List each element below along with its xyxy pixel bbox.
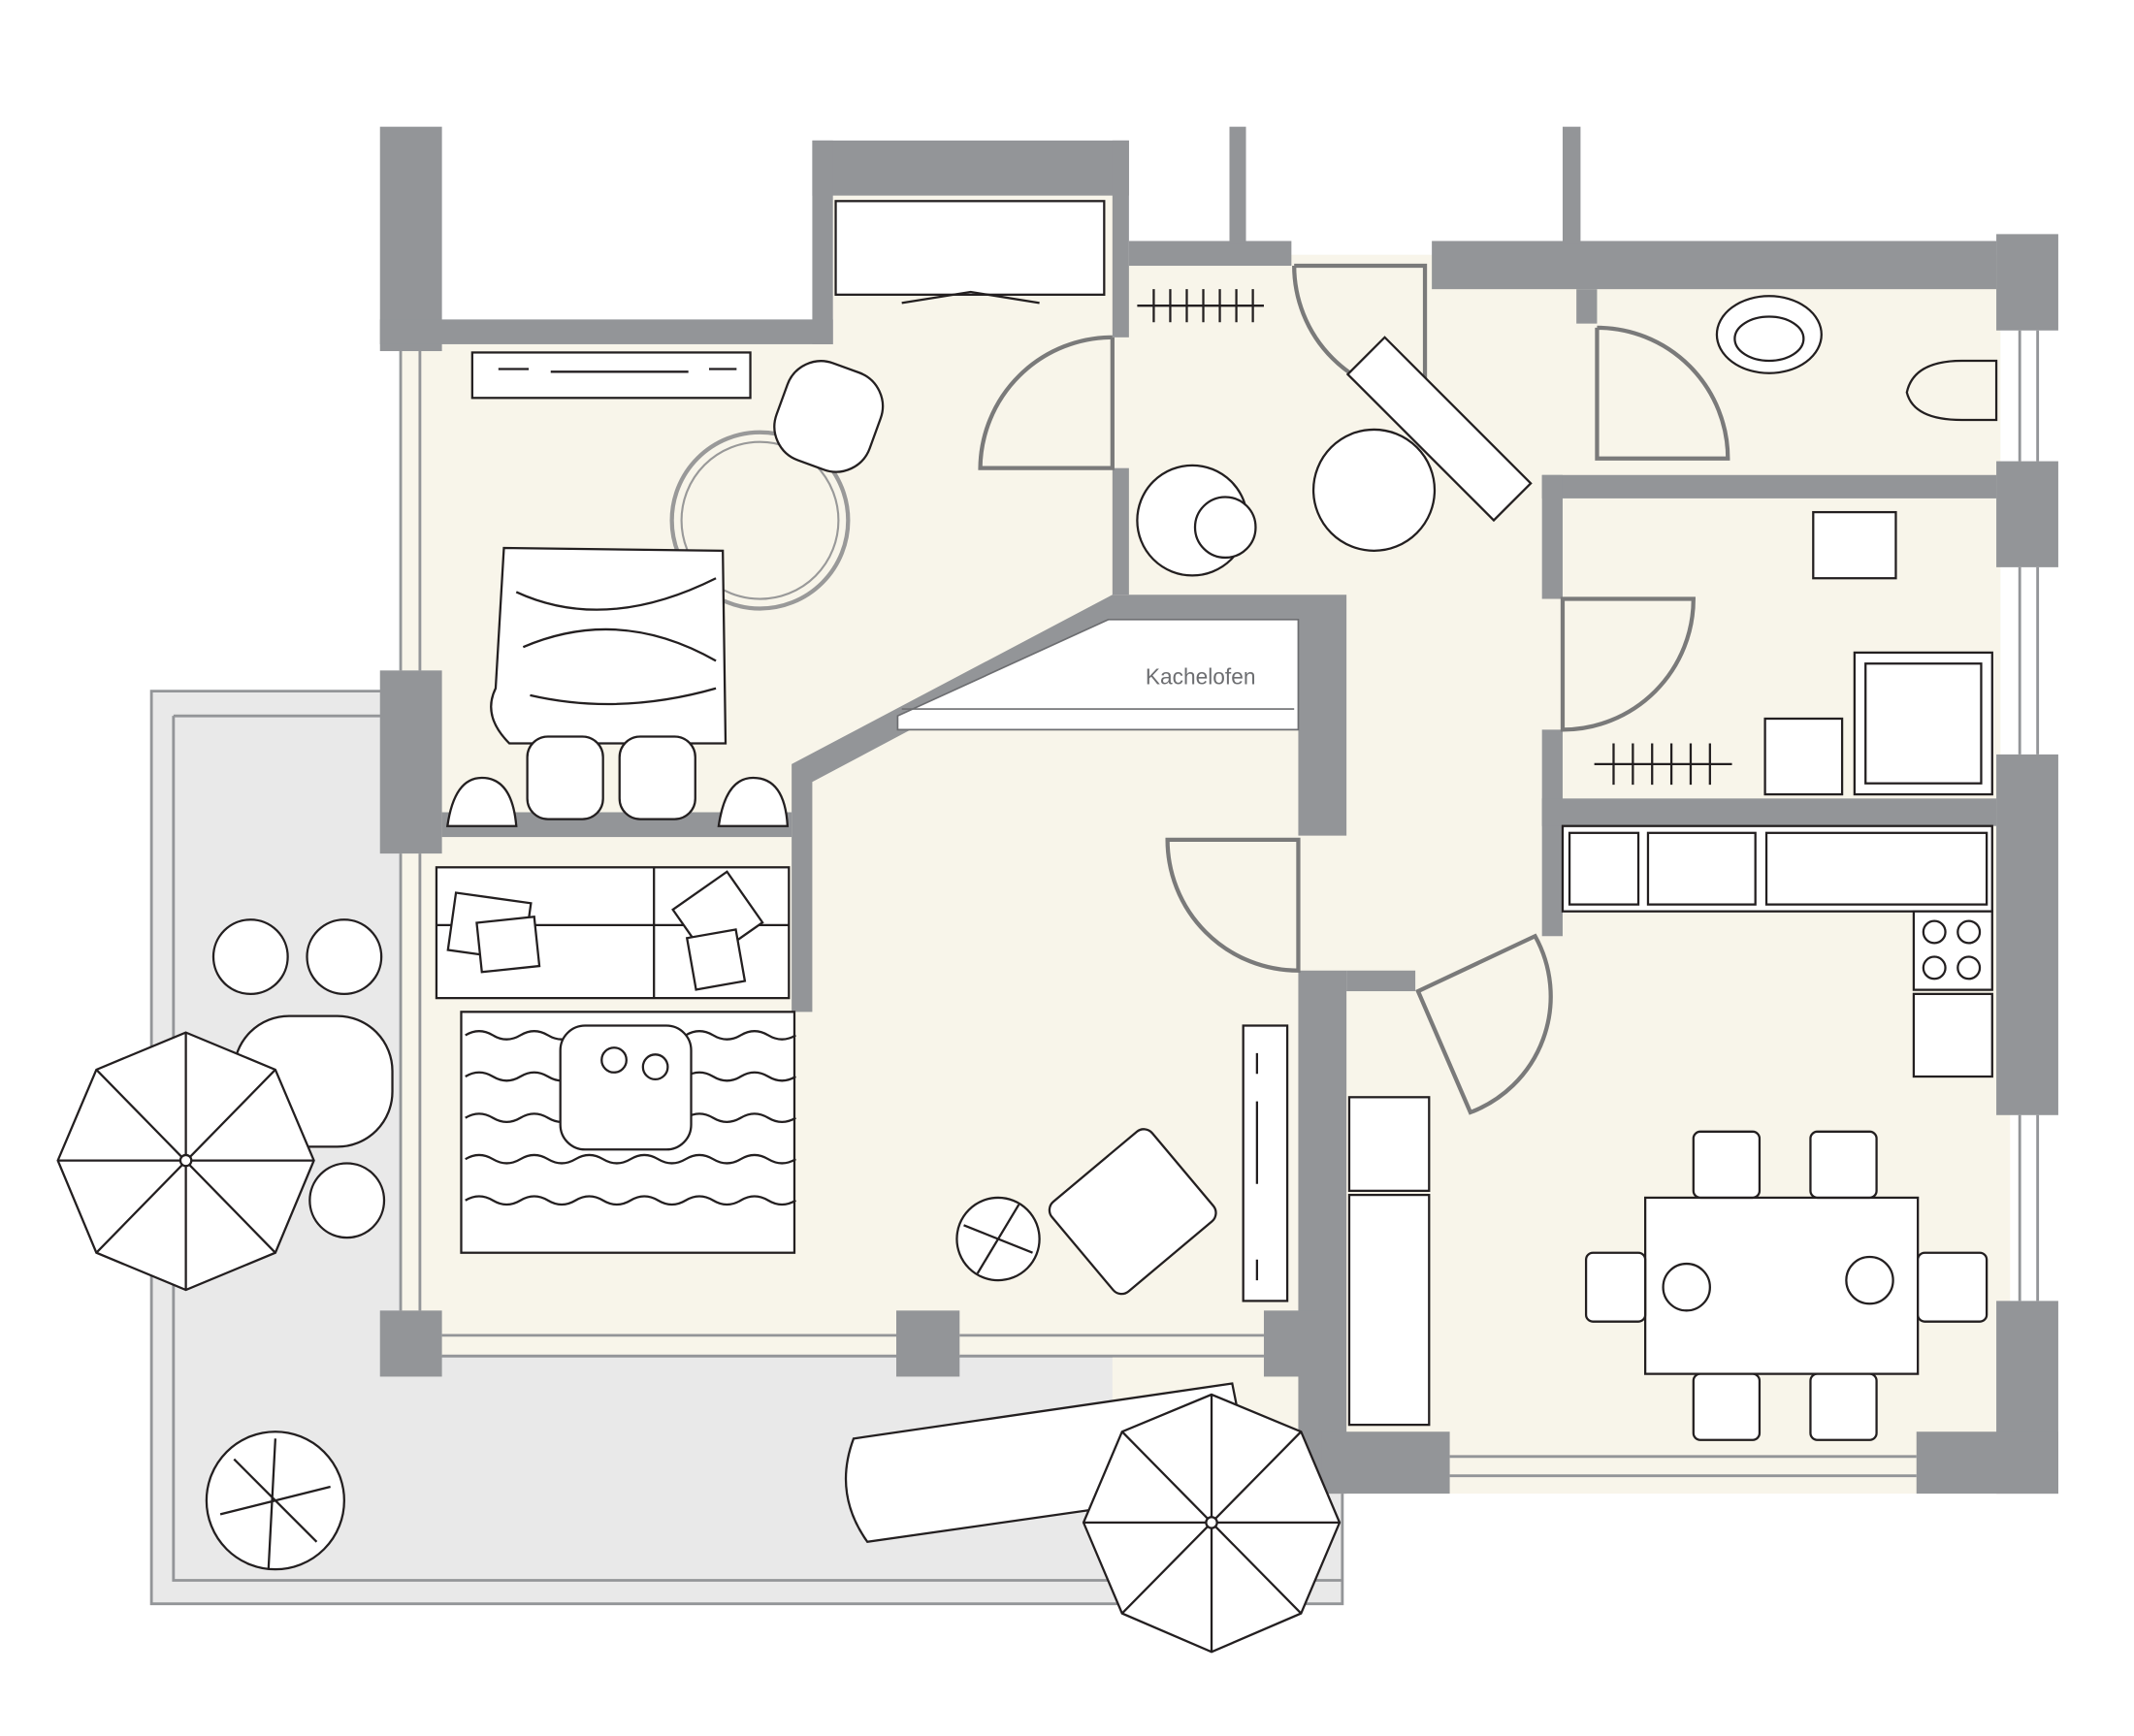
hallway-furniture [1136,289,1533,577]
stool [211,918,289,996]
tiled-stove: Kachelofen [896,618,1300,731]
fridge [1347,1096,1431,1192]
plant [955,1196,1041,1282]
dining-chairs [1584,1130,1988,1441]
pillow [526,735,604,820]
nightstand-left [445,776,518,827]
kitchen-fixtures [1347,824,1993,1441]
tall-cabinet [1347,1193,1431,1427]
dresser [470,351,752,400]
nightstand-right [717,776,790,827]
utility-sink [1812,510,1897,580]
washing-machine [1763,717,1844,796]
terrace-furniture [56,918,1342,1654]
living-room-furniture [435,866,1289,1302]
cushion [475,916,541,974]
coat-rack [1594,743,1732,786]
walls [379,126,2058,1495]
parasol-right [1082,1393,1342,1654]
pillow [618,735,696,820]
kitchen-counter [1561,824,1993,913]
parasol-left [56,1031,315,1292]
oven [1912,992,1993,1078]
coffee-table [559,1024,693,1151]
toilet [1905,359,1998,422]
wardrobe [834,200,1106,296]
lounger [1345,336,1533,523]
shower-tray [1853,651,1993,796]
round-rug [669,430,851,611]
cushion [685,928,747,991]
kitchen-sink [1646,831,1757,906]
potted-tree [205,1431,345,1571]
bedroom-furniture [445,200,1106,827]
stool [308,1162,386,1239]
stool [306,918,383,996]
windows [399,330,2040,1478]
bed [490,546,728,745]
coat-rack [1137,289,1264,323]
bathroom-fixtures [1715,295,1998,422]
tv-sideboard [1242,1024,1289,1302]
doors [978,263,1730,1115]
dining-table [1643,1196,1920,1375]
bistro-table [1311,428,1437,552]
utility-fixtures [1594,510,1993,796]
tiled-stove-label: Kachelofen [1146,664,1256,690]
armchair [773,360,885,473]
lounge-chair [1048,1128,1217,1296]
cooktop [1912,910,1993,991]
